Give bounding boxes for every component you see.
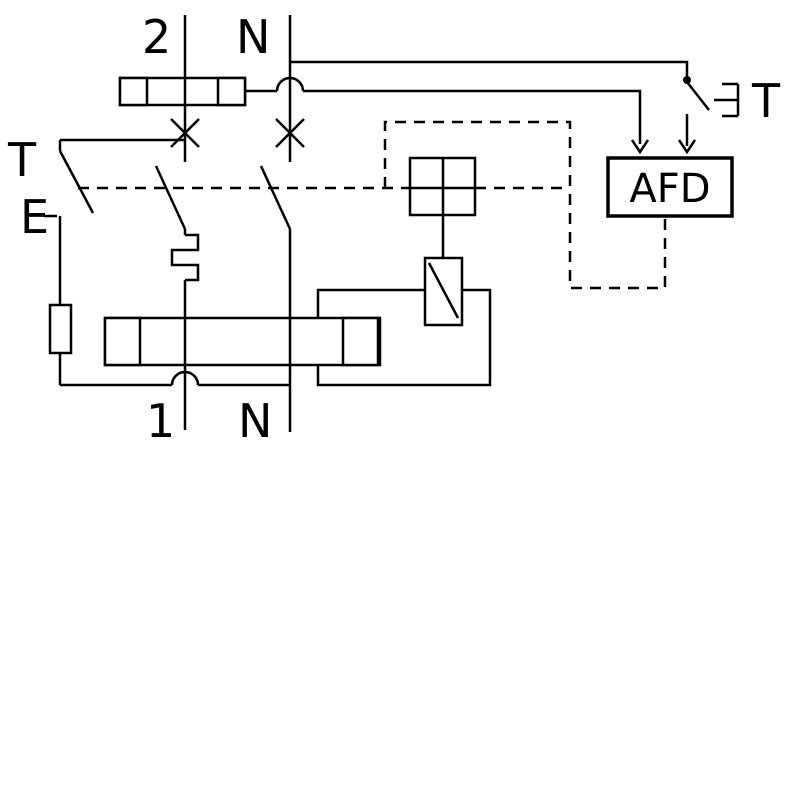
test-resistor — [48, 303, 73, 355]
trip-coil — [408, 156, 477, 258]
afd-module: AFD — [606, 156, 734, 218]
afd-input-arrow-left — [630, 139, 650, 155]
afd-input-arrow-right — [677, 139, 697, 155]
sensor-wire — [245, 76, 650, 155]
test-button-right-label: T — [751, 74, 781, 128]
line-conductor — [154, 15, 200, 430]
test-circuit-left — [44, 138, 290, 387]
afd-trip-dashed-frame — [383, 120, 667, 290]
mechanical-linkage — [78, 120, 667, 290]
afd-ct-end-right — [216, 76, 247, 107]
terminal-label-n-bottom: N — [238, 394, 272, 448]
terminal-label-n-top: N — [236, 10, 270, 64]
terminal-label-1: 1 — [146, 394, 175, 448]
test-button-left-label: T — [7, 133, 37, 187]
test-wire-right — [290, 60, 689, 76]
test-button-left-actuator-label: E — [20, 190, 49, 244]
afd-ct-end-left — [118, 76, 149, 107]
test-button-actuator-icon — [714, 82, 740, 118]
neutral-conductor — [259, 15, 305, 432]
rcd-ct-end-right — [341, 316, 380, 367]
test-button-blade — [58, 150, 95, 214]
trip-coil-cross — [410, 158, 475, 215]
afd-module-box — [606, 156, 734, 218]
rcd-current-transformer — [103, 316, 382, 367]
test-circuit-right — [290, 60, 740, 155]
overcurrent-release-coil — [170, 233, 200, 282]
relay-contact — [423, 256, 464, 327]
relay-contact-blade — [427, 262, 460, 319]
rcd-ct-end-left — [103, 316, 142, 367]
terminal-label-2: 2 — [142, 10, 171, 64]
neutral-pole-switch-blade — [259, 165, 292, 230]
sensor-wire-run — [303, 89, 642, 144]
wire-jump-bottom — [170, 370, 200, 386]
neutral-contact-x-mark — [275, 118, 305, 148]
wire-jump-top — [275, 76, 305, 92]
afd-module-label: AFD — [629, 166, 710, 212]
test-button-right-blade — [686, 81, 710, 111]
afd-sensor-ct — [118, 76, 247, 107]
junction-dot — [683, 76, 691, 84]
line-contact-x-mark — [170, 118, 200, 148]
line-pole-switch-blade — [154, 165, 187, 230]
rcd-ct-body — [103, 316, 382, 367]
